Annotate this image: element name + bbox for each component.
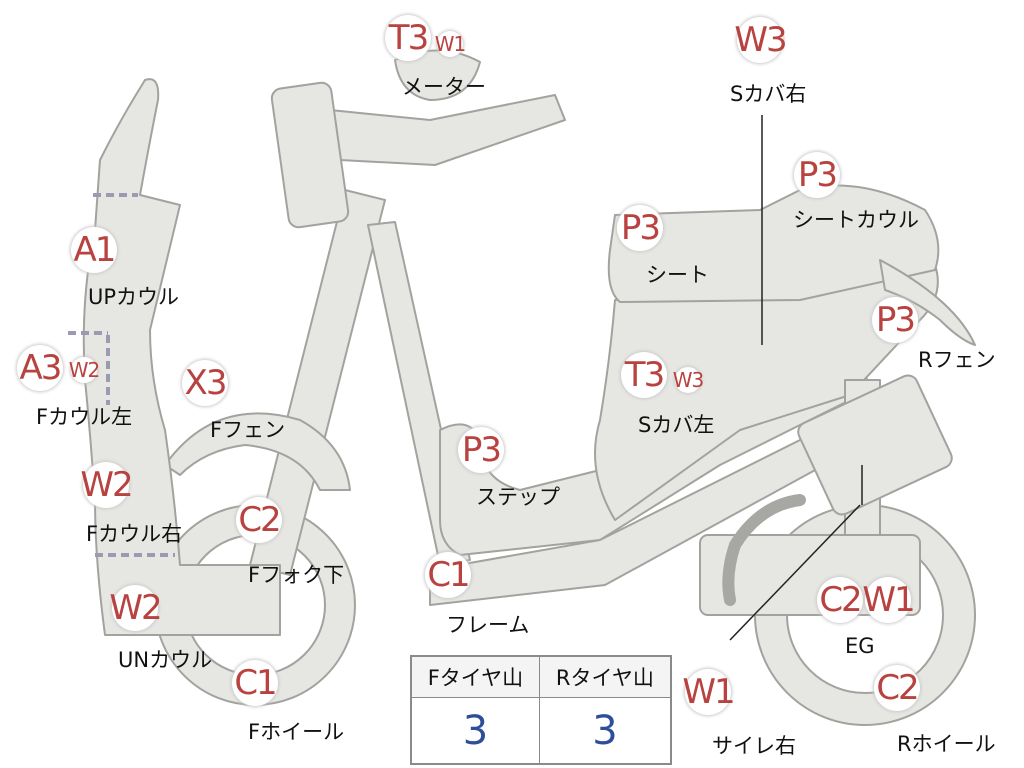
step-label: ステップ [476,485,560,509]
tire-tread-table: Fタイヤ山 Rタイヤ山 3 3 [410,655,672,765]
meter-part [394,49,481,101]
eg-wear-badge: W1 [862,577,916,623]
f-fender-label: Fフェン [210,418,286,442]
frame-badge: C1 [425,552,471,598]
handlebar-part [329,94,566,166]
meter-paint-badge: T3 [385,15,431,61]
f-cowl-right-badge: W2 [80,462,134,508]
s-cover-left-badge: T3 [621,352,667,398]
exhaust-pipe-part [722,494,806,606]
f-cowl-left-badge: A3 [17,345,63,391]
eg-paint-badge: C2 [817,577,863,623]
r-wheel-badge: C2 [874,665,920,711]
f-tire-tread-header: Fタイヤ山 [410,655,540,698]
r-tire-tread-header: Rタイヤ山 [538,655,672,698]
r-fender-label: Rフェン [918,348,996,372]
handle-grip-part [270,81,350,229]
r-fender-badge: P3 [872,297,918,343]
step-badge: P3 [458,427,504,473]
f-fork-lower-badge: C2 [236,497,282,543]
un-cowl-label: UNカウル [118,648,213,672]
eg-label: EG [845,634,875,658]
up-cowl-badge: A1 [71,227,117,273]
s-cover-left-label: Sカバ左 [638,413,715,437]
muffler-part [797,374,953,516]
f-cowl-right-label: Fカウル右 [86,522,183,546]
seat-label: シート [646,263,709,287]
seat-cowl-label: シートカウル [793,208,919,232]
frame-label: フレーム [446,613,530,637]
up-cowl-label: UPカウル [88,285,180,309]
f-tire-tread-value: 3 [410,697,540,765]
f-fender-badge: X3 [182,360,228,406]
rear-fender-part [879,259,976,346]
meter-wear-badge: W1 [434,31,466,57]
tire-tread-value-row: 3 3 [410,697,672,765]
f-cowl-left-label: Fカウル左 [36,405,133,429]
muffler-right-label: サイレ右 [712,734,796,758]
s-cover-right-badge: W3 [734,17,788,63]
f-cowl-left-wear-badge: W2 [68,357,100,383]
un-cowl-badge: W2 [109,585,163,631]
f-wheel-badge: C1 [232,660,278,706]
muffler-right-badge: W1 [682,669,736,715]
f-fork-lower-label: Fフォク下 [248,563,345,587]
f-wheel-label: Fホイール [248,720,345,744]
r-tire-tread-value: 3 [538,697,672,765]
seat-badge: P3 [617,205,663,251]
front-fender-part [164,412,351,491]
s-cover-right-label: Sカバ右 [730,82,807,106]
front-cowl-part [82,78,281,636]
seat-cowl-badge: P3 [794,152,840,198]
tire-tread-header-row: Fタイヤ山 Rタイヤ山 [410,655,672,698]
s-cover-left-wear-badge: W3 [672,367,704,393]
meter-label: メーター [402,75,486,99]
leader-line-muffler-right [729,504,861,641]
r-wheel-label: Rホイール [897,732,996,756]
